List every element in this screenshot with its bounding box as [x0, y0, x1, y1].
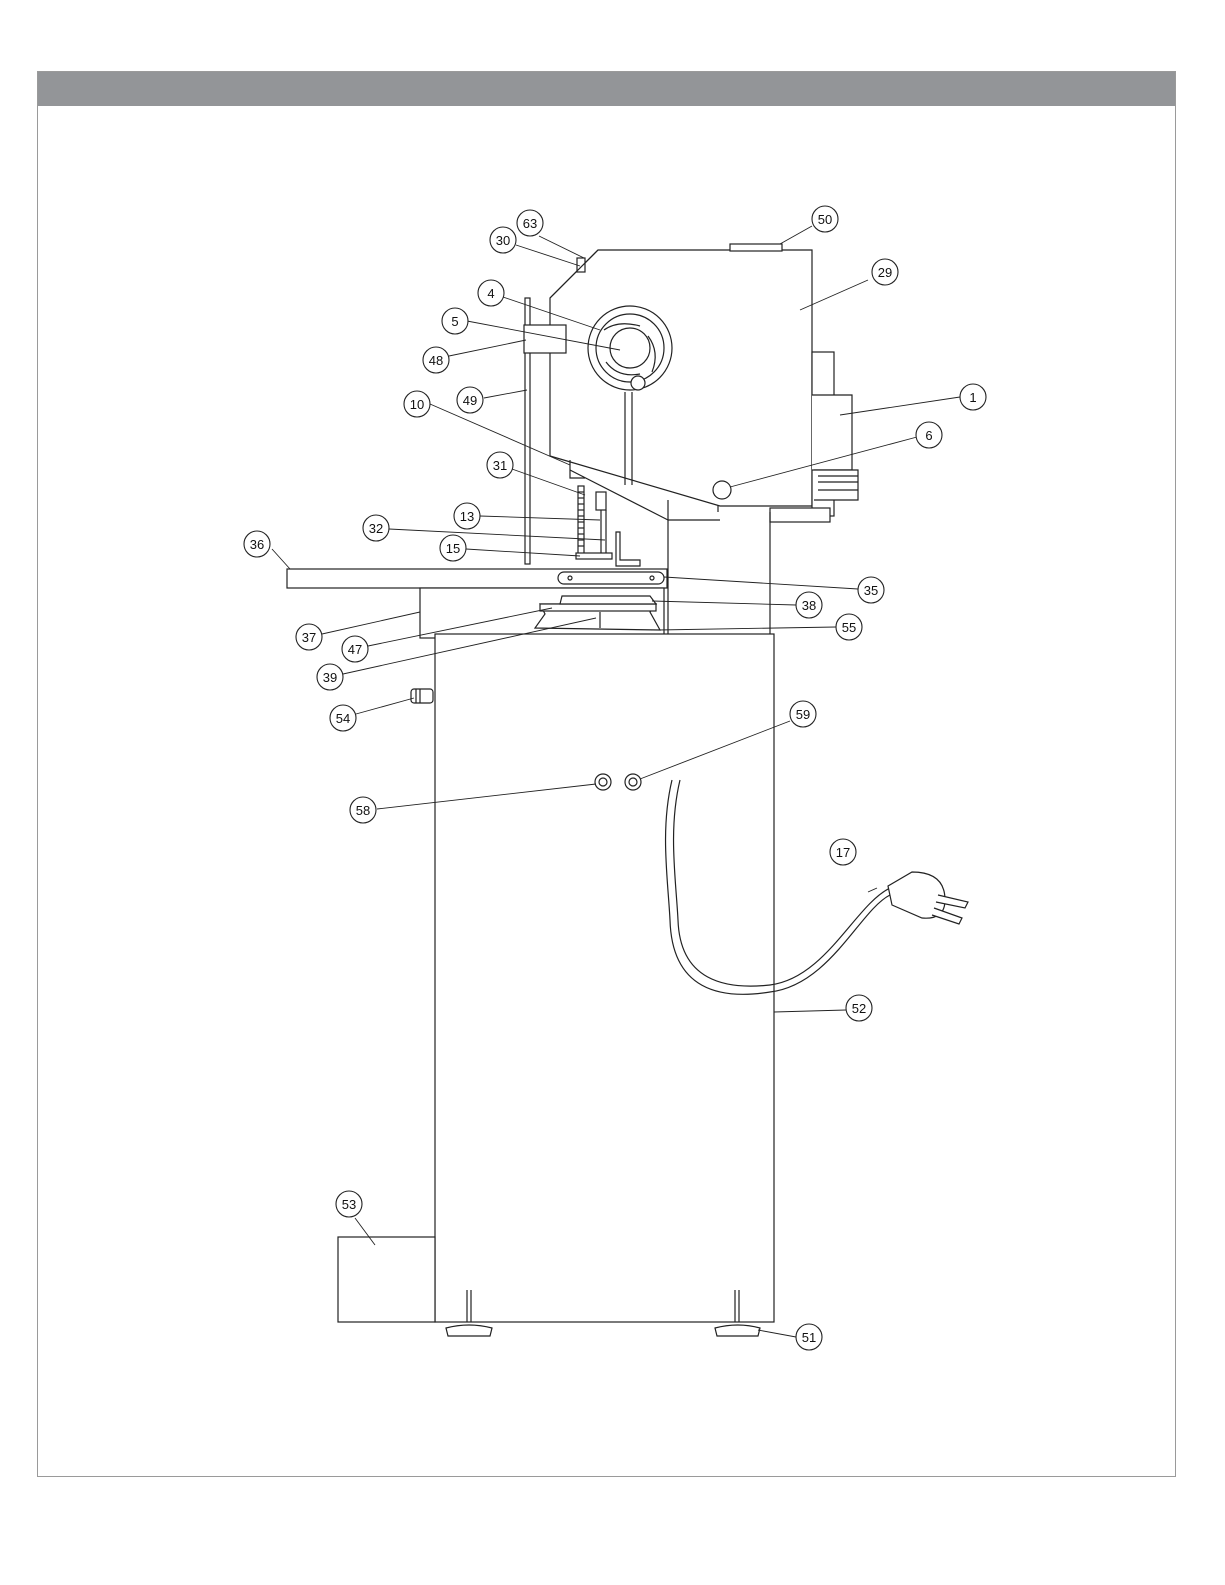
neck [668, 500, 770, 635]
callout-17[interactable]: 17 [830, 839, 856, 865]
svg-text:15: 15 [446, 541, 460, 556]
svg-text:6: 6 [925, 428, 932, 443]
table [287, 569, 667, 588]
svg-text:39: 39 [323, 670, 337, 685]
svg-text:59: 59 [796, 707, 810, 722]
callout-5[interactable]: 5 [442, 308, 468, 334]
svg-text:17: 17 [836, 845, 850, 860]
callout-31[interactable]: 31 [487, 452, 513, 478]
callout-51[interactable]: 51 [796, 1324, 822, 1350]
svg-text:13: 13 [460, 509, 474, 524]
callout-50[interactable]: 50 [812, 206, 838, 232]
svg-text:55: 55 [842, 620, 856, 635]
callout-48[interactable]: 48 [423, 347, 449, 373]
callout-29[interactable]: 29 [872, 259, 898, 285]
callout-6[interactable]: 6 [916, 422, 942, 448]
svg-text:47: 47 [348, 642, 362, 657]
svg-text:51: 51 [802, 1330, 816, 1345]
svg-text:54: 54 [336, 711, 350, 726]
callout-58[interactable]: 58 [350, 797, 376, 823]
callout-55[interactable]: 55 [836, 614, 862, 640]
callout-4[interactable]: 4 [478, 280, 504, 306]
callout-37[interactable]: 37 [296, 624, 322, 650]
svg-text:5: 5 [451, 314, 458, 329]
callout-63[interactable]: 63 [517, 210, 543, 236]
callout-30[interactable]: 30 [490, 227, 516, 253]
svg-text:38: 38 [802, 598, 816, 613]
svg-text:49: 49 [463, 393, 477, 408]
svg-text:29: 29 [878, 265, 892, 280]
svg-text:1: 1 [969, 390, 976, 405]
tension-wheel [588, 306, 672, 390]
svg-text:37: 37 [302, 630, 316, 645]
svg-text:50: 50 [818, 212, 832, 227]
svg-text:58: 58 [356, 803, 370, 818]
callout-36[interactable]: 36 [244, 531, 270, 557]
callout-47[interactable]: 47 [342, 636, 368, 662]
svg-text:10: 10 [410, 397, 424, 412]
svg-text:35: 35 [864, 583, 878, 598]
upper-housing [550, 244, 812, 506]
callout-39[interactable]: 39 [317, 664, 343, 690]
svg-text:48: 48 [429, 353, 443, 368]
svg-text:31: 31 [493, 458, 507, 473]
svg-text:32: 32 [369, 521, 383, 536]
svg-text:30: 30 [496, 233, 510, 248]
callout-52[interactable]: 52 [846, 995, 872, 1021]
callout-10[interactable]: 10 [404, 391, 430, 417]
callout-13[interactable]: 13 [454, 503, 480, 529]
callout-54[interactable]: 54 [330, 705, 356, 731]
svg-text:4: 4 [487, 286, 494, 301]
callout-38[interactable]: 38 [796, 592, 822, 618]
callout-32[interactable]: 32 [363, 515, 389, 541]
lower-guide [576, 486, 640, 566]
callout-49[interactable]: 49 [457, 387, 483, 413]
pulley-box [420, 588, 664, 638]
callout-59[interactable]: 59 [790, 701, 816, 727]
svg-text:53: 53 [342, 1197, 356, 1212]
callout-1[interactable]: 1 [960, 384, 986, 410]
svg-text:36: 36 [250, 537, 264, 552]
callout-53[interactable]: 53 [336, 1191, 362, 1217]
svg-text:52: 52 [852, 1001, 866, 1016]
callout-35[interactable]: 35 [858, 577, 884, 603]
callout-15[interactable]: 15 [440, 535, 466, 561]
svg-text:63: 63 [523, 216, 537, 231]
